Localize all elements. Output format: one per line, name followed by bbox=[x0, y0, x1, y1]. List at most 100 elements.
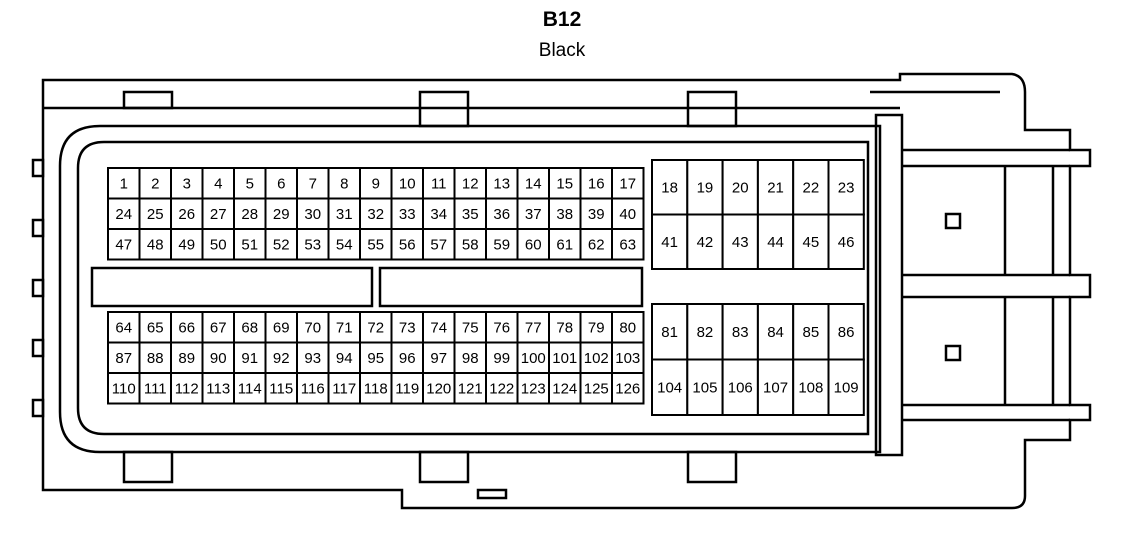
pin-label: 22 bbox=[803, 179, 820, 196]
pin-100: 100 bbox=[516, 341, 550, 374]
pin-113: 113 bbox=[201, 372, 235, 405]
pin-label: 101 bbox=[552, 350, 577, 367]
pin-label: 15 bbox=[556, 175, 573, 192]
pin-86: 86 bbox=[827, 303, 865, 361]
pin-57: 57 bbox=[422, 228, 456, 261]
pin-label: 120 bbox=[426, 380, 451, 397]
pin-cell bbox=[827, 358, 865, 416]
pin-8: 8 bbox=[327, 167, 361, 200]
pin-label: 69 bbox=[273, 319, 290, 336]
pin-label: 66 bbox=[178, 319, 195, 336]
lock-bar bbox=[874, 113, 904, 457]
pin-label: 121 bbox=[458, 380, 483, 397]
pin-32: 32 bbox=[359, 197, 393, 230]
pin-111: 111 bbox=[138, 372, 172, 405]
pin-125: 125 bbox=[579, 372, 613, 405]
pin-14: 14 bbox=[516, 167, 550, 200]
pin-cell bbox=[264, 228, 298, 261]
pin-cell bbox=[296, 228, 330, 261]
pin-label: 124 bbox=[552, 380, 577, 397]
housing-outline bbox=[41, 72, 1092, 510]
pin-label: 53 bbox=[304, 236, 321, 253]
pin-119: 119 bbox=[390, 372, 424, 405]
pin-84: 84 bbox=[756, 303, 795, 361]
pin-27: 27 bbox=[201, 197, 235, 230]
pin-label: 23 bbox=[838, 179, 855, 196]
pin-label: 65 bbox=[147, 319, 164, 336]
pin-108: 108 bbox=[792, 358, 830, 416]
pin-50: 50 bbox=[201, 228, 235, 261]
pin-93: 93 bbox=[296, 341, 330, 374]
pin-label: 112 bbox=[175, 380, 199, 397]
pin-36: 36 bbox=[485, 197, 519, 230]
pin-58: 58 bbox=[453, 228, 487, 261]
pin-cell bbox=[107, 311, 141, 344]
pin-label: 113 bbox=[206, 380, 230, 397]
pin-label: 96 bbox=[399, 350, 416, 367]
connector-id: B12 bbox=[542, 8, 582, 31]
pin-label: 108 bbox=[798, 379, 823, 396]
pin-label: 90 bbox=[210, 350, 227, 367]
pin-label: 74 bbox=[430, 319, 447, 336]
pin-label: 111 bbox=[144, 380, 167, 397]
key-bar-left bbox=[90, 266, 374, 308]
pin-label: 52 bbox=[273, 236, 290, 253]
pin-label: 86 bbox=[838, 324, 855, 341]
pin-28: 28 bbox=[233, 197, 267, 230]
pin-label: 39 bbox=[588, 206, 605, 223]
pin-label: 97 bbox=[430, 350, 447, 367]
pin-label: 78 bbox=[556, 319, 573, 336]
pin-label: 60 bbox=[525, 236, 542, 253]
pin-1: 1 bbox=[107, 167, 141, 200]
pin-67: 67 bbox=[201, 311, 235, 344]
pin-label: 92 bbox=[273, 350, 290, 367]
pin-35: 35 bbox=[453, 197, 487, 230]
pin-cell bbox=[686, 303, 724, 361]
pin-49: 49 bbox=[170, 228, 204, 261]
pin-45: 45 bbox=[792, 213, 830, 270]
pin-104: 104 bbox=[651, 358, 689, 416]
pin-107: 107 bbox=[756, 358, 795, 416]
pin-cell bbox=[579, 372, 613, 405]
pin-51: 51 bbox=[233, 228, 267, 261]
pin-cell bbox=[390, 197, 424, 230]
pin-11: 11 bbox=[422, 167, 456, 200]
pin-label: 1 bbox=[120, 175, 128, 192]
pin-79: 79 bbox=[579, 311, 613, 344]
pin-label: 107 bbox=[763, 379, 788, 396]
pin-112: 112 bbox=[170, 372, 204, 405]
pin-39: 39 bbox=[579, 197, 613, 230]
pin-cell bbox=[611, 197, 645, 230]
pin-33: 33 bbox=[390, 197, 424, 230]
pin-82: 82 bbox=[686, 303, 724, 361]
pin-4: 4 bbox=[201, 167, 235, 200]
pin-label: 77 bbox=[525, 319, 542, 336]
pin-label: 87 bbox=[115, 350, 132, 367]
pin-label: 68 bbox=[241, 319, 258, 336]
pin-cell bbox=[107, 372, 141, 405]
pin-label: 13 bbox=[493, 175, 510, 192]
pin-124: 124 bbox=[548, 372, 582, 405]
pin-37: 37 bbox=[516, 197, 550, 230]
pin-cell bbox=[686, 358, 724, 416]
pin-25: 25 bbox=[138, 197, 172, 230]
pin-46: 46 bbox=[827, 213, 865, 270]
pin-56: 56 bbox=[390, 228, 424, 261]
pin-cell bbox=[264, 311, 298, 344]
pin-label: 10 bbox=[399, 175, 416, 192]
pin-label: 19 bbox=[697, 179, 714, 196]
lock-square-1 bbox=[944, 212, 962, 230]
pin-115: 115 bbox=[264, 372, 298, 405]
pin-cell bbox=[233, 372, 267, 405]
pin-label: 2 bbox=[151, 175, 159, 192]
pin-cell bbox=[721, 213, 759, 270]
pin-cell bbox=[170, 372, 204, 405]
pin-label: 54 bbox=[336, 236, 353, 253]
pin-label: 109 bbox=[834, 379, 859, 396]
pin-123: 123 bbox=[516, 372, 550, 405]
pin-76: 76 bbox=[485, 311, 519, 344]
pin-cell bbox=[327, 372, 361, 405]
pin-23: 23 bbox=[827, 159, 865, 216]
pin-label: 104 bbox=[657, 379, 682, 396]
pin-88: 88 bbox=[138, 341, 172, 374]
